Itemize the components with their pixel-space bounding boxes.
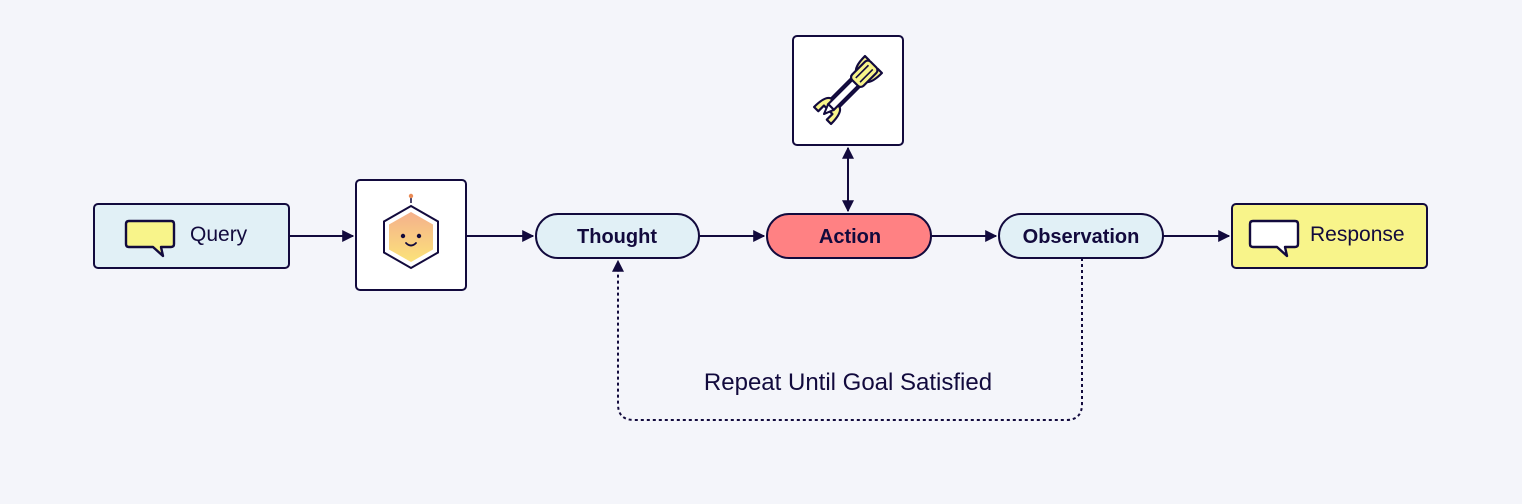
thought-label: Thought [577,226,657,248]
response-node [1231,203,1428,269]
observation-label: Observation [1022,226,1140,248]
query-label: Query [190,223,248,246]
speech-bubble-icon [124,219,176,258]
agent-node [355,179,467,291]
loop-dashed-arrow [612,258,1083,421]
robot-hexagon-icon [383,193,439,270]
flow-arrows [289,146,1231,421]
wrench-screwdriver-icon [812,54,884,126]
tools-node [792,35,904,146]
speech-bubble-icon [1248,219,1300,258]
response-label: Response [1310,223,1405,246]
action-label: Action [818,226,882,248]
loop-label: Repeat Until Goal Satisfied [703,369,993,396]
